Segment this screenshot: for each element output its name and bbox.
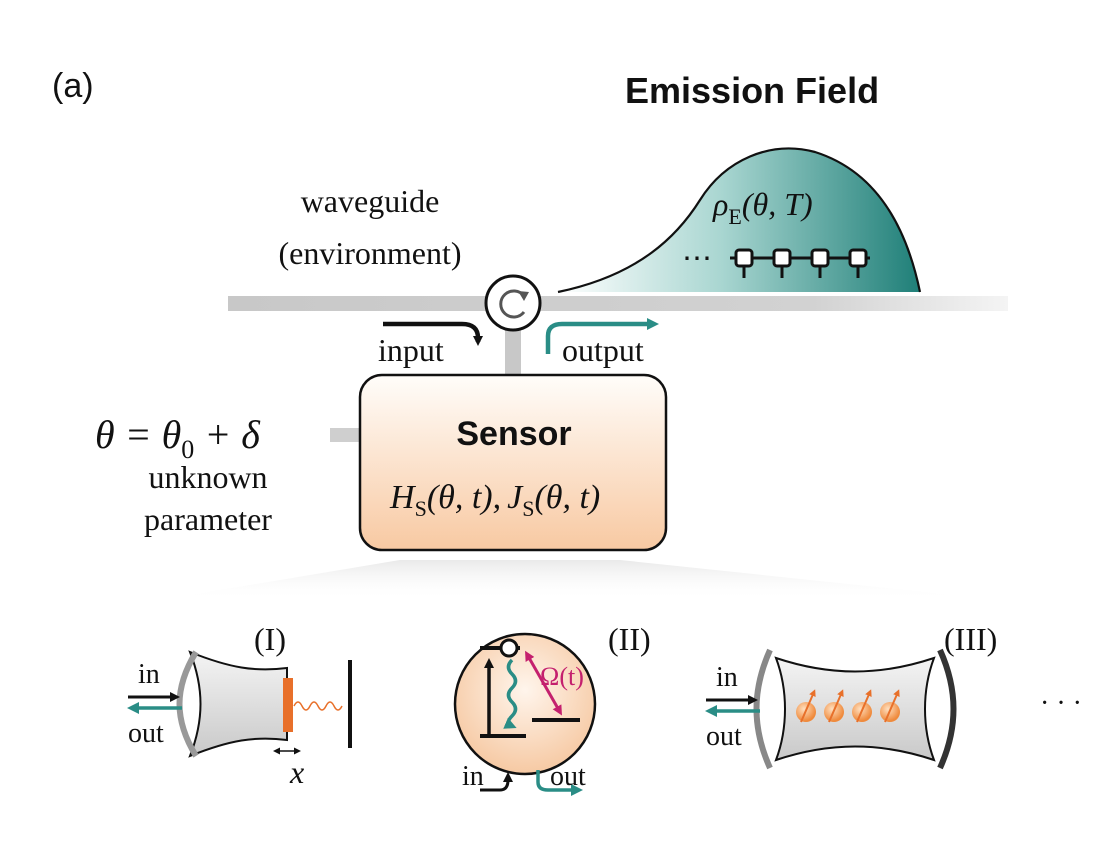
decay-wave [503,658,518,729]
movable-mirror [283,678,293,732]
example-ensemble: (III) in out [705,621,997,770]
chain-tensor [734,248,754,268]
left-mirror [753,648,773,770]
spring [293,701,343,711]
parameter-equation: θ = θ0 + δ [95,412,261,464]
waveguide-bar [228,296,1008,311]
excitation-hole [499,638,519,658]
in-label: in [138,659,160,690]
in-label-ensemble: in [716,662,738,693]
cavity-mode [188,650,288,758]
rabi-label: Ω(t) [540,662,584,691]
out-label-atom: out [550,761,586,792]
emission-title: Emission Field [625,70,879,111]
rabi-drive [525,650,562,716]
in-label-atom: in [462,761,484,792]
waveguide-label-env: (environment) [278,235,461,271]
sensor-box [358,373,668,552]
sensor-operators: HS(θ, t),JS(θ, t) [389,479,600,521]
chain-tensor [772,248,792,268]
spin-arrow [828,689,844,723]
right-mirror [937,648,957,770]
emission-chain: ⋯ [682,242,870,278]
chain-dots: ⋯ [682,242,712,275]
spin-arrow [800,689,816,723]
input-arrow [383,321,483,346]
sensor-connector [505,320,521,375]
circulator [484,274,542,332]
chain-tensor [848,248,868,268]
waveguide-label: waveguide [301,183,440,219]
input-label: input [378,332,444,368]
spin-arrow [856,689,872,723]
parameter-label: unknown [148,459,267,495]
emission-packet-edge [557,147,922,294]
example-label-2: (II) [608,621,651,657]
chain-tensor [810,248,830,268]
sensor-title: Sensor [456,415,571,453]
spin-arrow [884,689,900,723]
output-arrow [545,318,659,354]
zoom-cone [160,560,1000,600]
out-label-ensemble: out [706,721,742,752]
parameter-label-2: parameter [144,501,272,537]
example-optomechanics: x (I) in out [127,621,352,790]
more-examples-ellipsis: · · · [1040,688,1082,719]
out-arrow-atom [536,770,583,796]
example-atom: Ω(t) (II) in out [453,621,651,796]
in-arrow-atom [480,772,513,792]
emission-state-label: ρE(θ, T) [712,186,813,229]
displacement-label: x [289,754,304,790]
atom-bubble [453,632,597,776]
example-label-1: (I) [254,621,286,657]
example-label-3: (III) [944,621,997,657]
panel-label: (a) [52,67,94,105]
cavity-mirror [176,650,199,758]
output-label: output [562,332,644,368]
out-label: out [128,718,164,749]
